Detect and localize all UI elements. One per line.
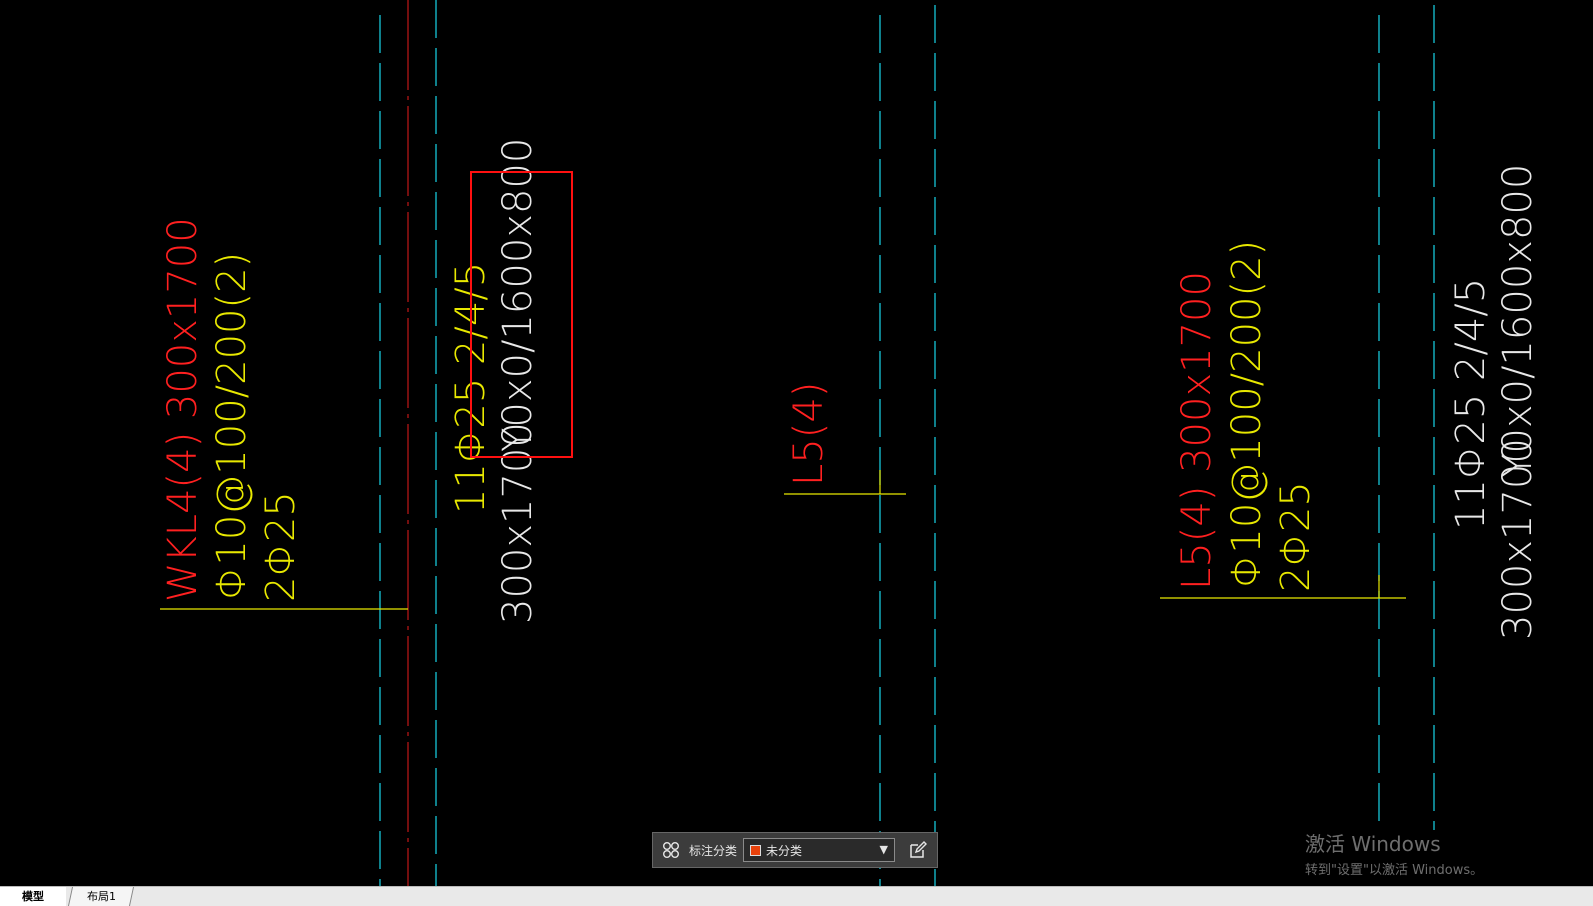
category-color-swatch [750,844,762,856]
leader-lines [160,470,1406,610]
tab-layout1-label: 布局1 [86,890,116,903]
tab-model-label: 模型 [22,890,44,903]
right-beam-name: L5(4) 300x1700 [1174,271,1220,590]
windows-activation-watermark: 激活 Windows 转到"设置"以激活 Windows。 [1305,828,1483,878]
category-select-value: 未分类 [766,843,803,858]
left-beam-name: WKL4(4) 300x1700 [160,217,206,602]
left-stirrup-spec: Φ10@100/200(2) [209,252,255,600]
drawing-svg: WKL4(4) 300x1700 Φ10@100/200(2) 2Φ25 11Φ… [160,0,1541,886]
far-highlight-text: Y0x0/1600x800 [1495,164,1541,478]
mid-beam-name: L5(4) [786,382,832,486]
annotation-category-label: 标注分类 [689,843,738,858]
annotation-category-select[interactable]: 未分类 ▼ [743,838,896,862]
axis-lines [379,0,1435,886]
highlight-box [470,171,573,458]
watermark-subtitle: 转到"设置"以激活 Windows。 [1305,863,1484,878]
right-stirrup-spec: Φ10@100/200(2) [1224,240,1270,588]
tab-layout1[interactable]: 布局1 [67,887,135,906]
grid-icon[interactable] [659,838,683,862]
far-bottom-bar-spec: 11Φ25 2/4/5 [1448,278,1494,530]
far-size-text: 300x1700 [1495,438,1541,640]
tab-model[interactable]: 模型 [0,887,66,906]
edit-category-button[interactable] [905,837,931,863]
edit-icon [910,841,928,858]
center-size-text: 300x1700 [495,422,541,624]
chevron-down-icon: ▼ [879,843,889,856]
left-top-bar-spec: 2Φ25 [258,491,304,602]
annotation-category-toolbar: 标注分类 未分类 ▼ [652,832,938,868]
drawing-canvas[interactable]: WKL4(4) 300x1700 Φ10@100/200(2) 2Φ25 11Φ… [0,0,1593,886]
center-highlight-text: Y0x0/1600x800 [495,138,541,452]
watermark-title: 激活 Windows [1305,832,1441,856]
right-top-bar-spec: 2Φ25 [1273,481,1319,592]
layout-tab-bar: 模型 布局1 [0,886,1593,906]
